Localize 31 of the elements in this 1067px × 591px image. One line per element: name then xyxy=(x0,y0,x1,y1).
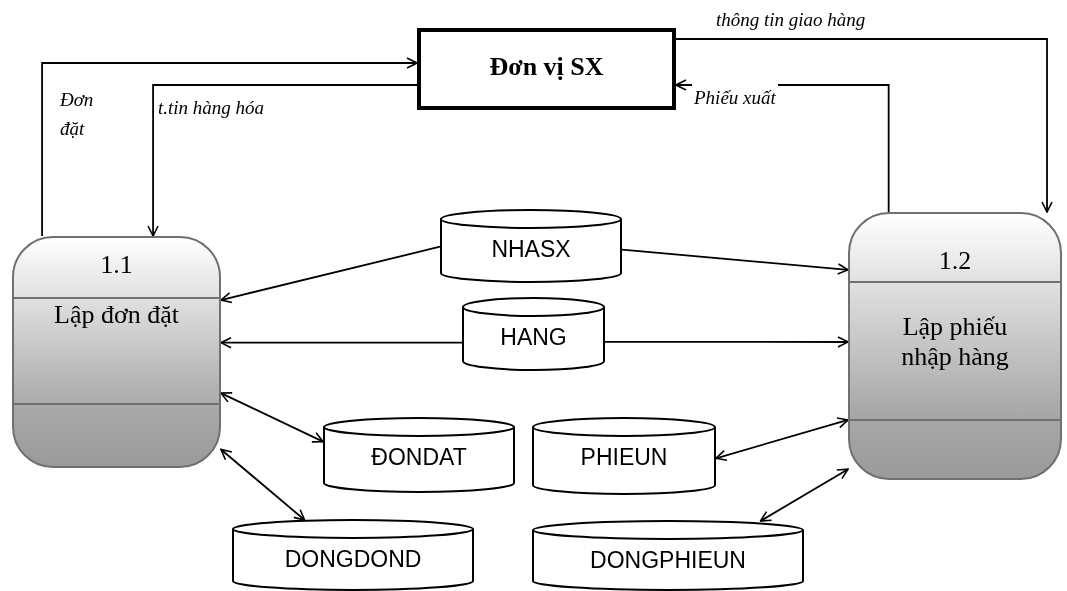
process-box xyxy=(12,236,221,468)
arrow xyxy=(220,392,324,443)
data-store-cylinder xyxy=(462,298,605,370)
arrow xyxy=(41,57,418,237)
arrow xyxy=(715,417,849,462)
arrow xyxy=(220,245,441,304)
process-number: 1.2 xyxy=(937,246,973,276)
data-store-name: ĐONDAT xyxy=(370,444,468,471)
data-store-cylinder xyxy=(323,418,515,492)
process-name: Lập đơn đặt xyxy=(53,300,180,330)
data-store-cylinder xyxy=(232,520,474,590)
data-store-name: DONGDOND xyxy=(283,546,423,573)
data-store-name: HANG xyxy=(499,324,568,351)
data-store-cylinder xyxy=(532,521,804,590)
data-store-name: DONGPHIEUN xyxy=(589,547,747,574)
arrow xyxy=(220,336,463,349)
data-store-name: PHIEUN xyxy=(579,444,669,471)
arrow xyxy=(675,38,1053,213)
process-box xyxy=(848,212,1062,480)
data-store-name: NHASX xyxy=(490,236,572,263)
arrow xyxy=(759,468,849,522)
process-name: Lập phiếu nhập hàng xyxy=(900,312,1010,372)
arrow xyxy=(220,448,306,521)
arrow xyxy=(621,248,849,275)
external-entity-box xyxy=(417,28,676,110)
data-store-cylinder xyxy=(532,418,716,494)
arrow xyxy=(604,336,849,348)
data-store-cylinder xyxy=(440,210,622,282)
arrow xyxy=(147,84,418,237)
entity-name: Đơn vị SX xyxy=(488,52,605,82)
process-number: 1.1 xyxy=(99,250,134,280)
